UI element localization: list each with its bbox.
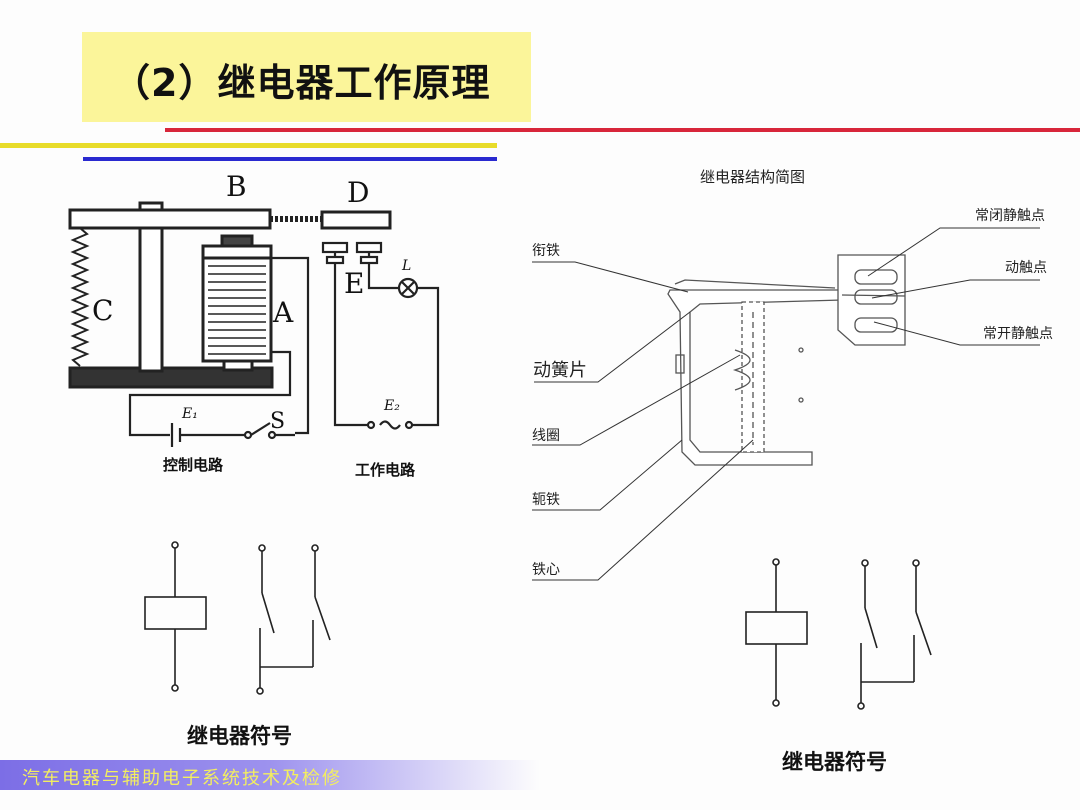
label-c: C [92,294,113,327]
label-a: A [272,296,294,329]
label-armature: 衔铁 [532,243,560,259]
relay-symbol-right [745,558,932,710]
spring-c [70,227,90,367]
blue-divider-line [83,157,497,161]
right-symbol-caption: 继电器符号 [782,750,887,774]
control-circuit-label: 控制电路 [163,456,224,474]
red-divider-line [165,128,1080,132]
label-moving-spring: 动簧片 [533,360,587,381]
work-circuit-label: 工作电路 [355,461,416,479]
relay-post [138,201,164,373]
label-e: E [344,267,364,300]
yellow-divider-line [0,143,497,148]
left-symbol-caption: 继电器符号 [187,724,292,748]
armature-lever [68,208,272,230]
label-core: 铁心 [532,562,560,578]
label-e2: E₂ [383,398,400,414]
moving-contact-d [320,210,392,230]
label-b: B [226,170,247,203]
title-background [82,32,531,122]
label-e1: E₁ [181,406,198,422]
label-coil: 线圈 [532,428,560,444]
label-d: D [347,176,369,209]
label-lamp: L [401,258,411,274]
page-title: （2）继电器工作原理 [112,61,491,105]
footer-text: 汽车电器与辅助电子系统技术及检修 [22,768,342,789]
relay-base [68,366,274,389]
label-nc-contact: 常闭静触点 [975,208,1045,224]
relay-structure-diagram [667,254,906,466]
relay-symbol-left [144,541,331,695]
label-no-contact: 常开静触点 [983,326,1053,342]
label-yoke: 轭铁 [532,492,560,508]
label-s: S [270,409,285,434]
relay-coil [201,256,273,363]
footer-bar [0,760,540,790]
structure-title: 继电器结构简图 [700,168,805,186]
label-moving-contact: 动触点 [1005,260,1047,276]
